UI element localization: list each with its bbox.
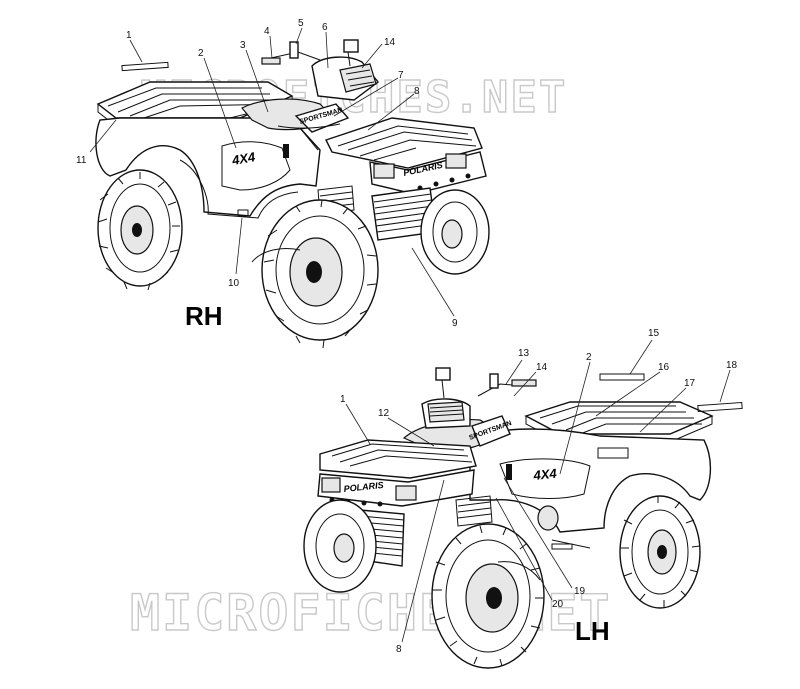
lh-front-near-wheel: [431, 523, 545, 669]
rh-front-far-wheel: [420, 189, 490, 275]
lh-decal-polaris: POLARIS: [343, 480, 384, 494]
lh-callout-12: 12: [378, 408, 390, 419]
rh-callout-2: 2: [198, 48, 204, 59]
rh-callout-14: 14: [384, 37, 396, 48]
lh-callout-16: 16: [658, 362, 670, 373]
rh-callout-10: 10: [228, 278, 240, 289]
lh-front-rack: POLARIS: [317, 439, 493, 567]
lh-body: 4X4: [469, 428, 712, 550]
rh-view: 4X4 SPORTSMAN: [76, 18, 490, 349]
rh-body: 4X4: [95, 109, 321, 219]
rh-callouts: 1 2 3 4 5 6 14 7 8 11 10 9: [76, 18, 458, 329]
lh-view: 4X4 SPORTSMAN PO: [303, 328, 743, 669]
lh-label: LH: [575, 616, 610, 646]
rh-callout-9: 9: [452, 318, 458, 329]
rh-callout-3: 3: [240, 40, 246, 51]
rh-callout-8: 8: [414, 86, 420, 97]
lh-decal-strip-15: [599, 373, 645, 381]
rh-callout-11: 11: [76, 155, 87, 166]
lh-front-far-wheel: [303, 499, 377, 593]
rh-front-rack: POLARIS: [317, 117, 487, 241]
lh-callout-20: 20: [552, 599, 564, 610]
rh-callout-6: 6: [322, 22, 328, 33]
rh-callout-1: 1: [126, 30, 132, 41]
rh-callout-4: 4: [264, 26, 270, 37]
lh-callout-19: 19: [574, 586, 586, 597]
rh-rear-wheel: [97, 169, 183, 291]
lh-callout-2: 2: [586, 352, 592, 363]
rh-seat-tank: SPORTSMAN: [241, 98, 350, 133]
rh-callout-5: 5: [298, 18, 304, 29]
lh-callout-15: 15: [648, 328, 660, 339]
lh-callouts: 13 14 2 15 16 17 18 1 12 19 20 8: [340, 328, 743, 655]
lh-callout-8: 8: [396, 644, 402, 655]
lh-callout-13: 13: [518, 348, 530, 359]
lh-rear-wheel: [619, 495, 701, 609]
rh-decal-strip-1: [121, 61, 169, 72]
rh-callout-7: 7: [398, 70, 404, 81]
lh-callout-17: 17: [684, 378, 696, 389]
lh-callout-14: 14: [536, 362, 548, 373]
lh-decal-4x4: 4X4: [532, 466, 558, 484]
lh-callout-18: 18: [726, 360, 738, 371]
lh-decal-strip-18: [697, 401, 743, 413]
rh-front-near-wheel: [251, 199, 379, 349]
lh-callout-1: 1: [340, 394, 346, 405]
rh-label: RH: [185, 301, 223, 331]
lh-seat-tank: SPORTSMAN: [402, 367, 537, 453]
rh-decal-4x4: 4X4: [230, 149, 257, 168]
rh-handlebar: [261, 39, 379, 101]
